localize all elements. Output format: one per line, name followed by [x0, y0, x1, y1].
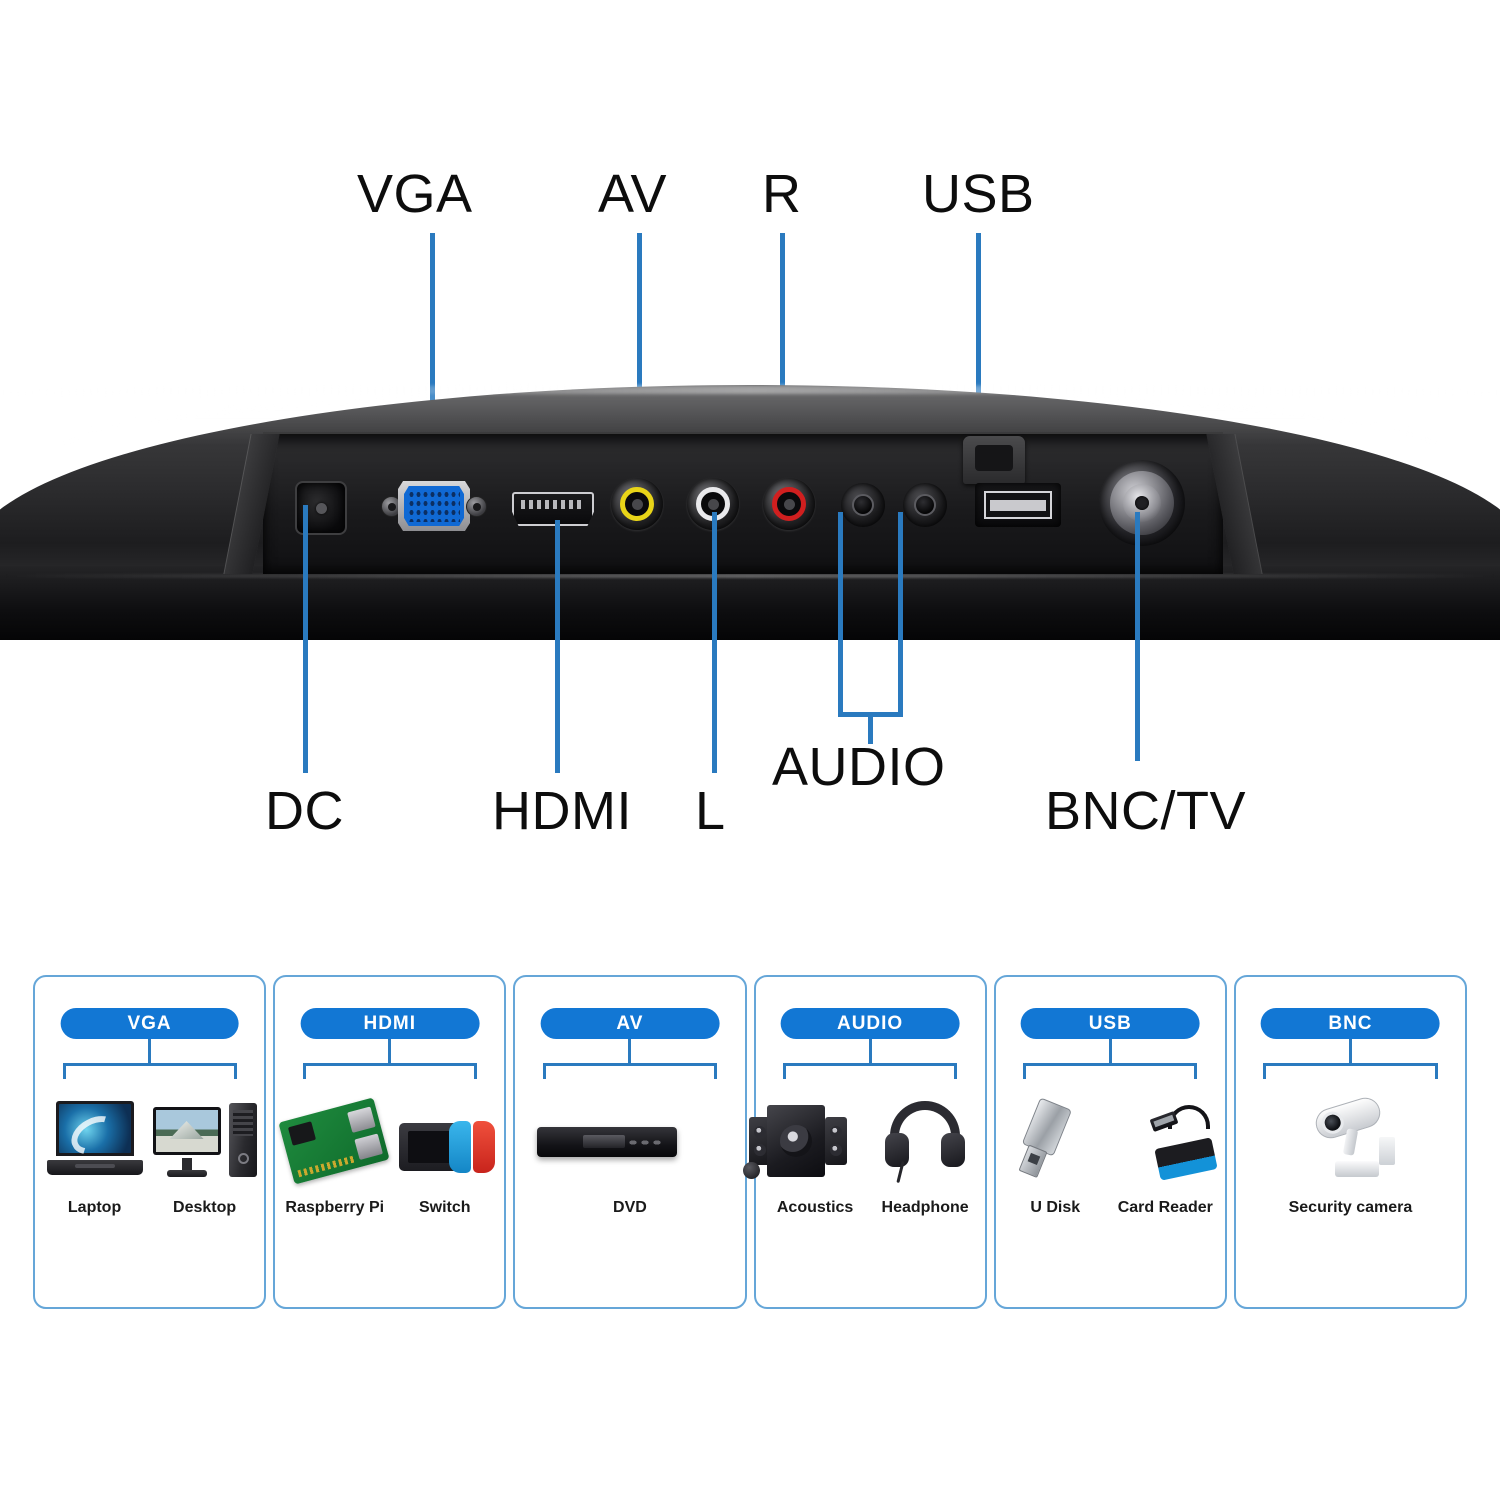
compat-badge-vga: VGA	[60, 1008, 239, 1039]
compat-badge-audio: AUDIO	[780, 1008, 960, 1039]
desktop-icon	[152, 1087, 257, 1187]
card-reader-icon	[1113, 1087, 1218, 1187]
stand-hinge	[963, 436, 1025, 484]
device-label-switch: Switch	[418, 1199, 471, 1216]
monitor-bottom-highlight	[1, 574, 1499, 578]
leader-line-bnc	[1135, 512, 1140, 761]
branch-connector	[783, 1039, 958, 1081]
port-bay	[263, 432, 1223, 574]
branch-connector	[1023, 1039, 1198, 1081]
compatibility-cards: VGA Laptop Desktop HDMI	[0, 975, 1500, 1325]
compat-badge-usb: USB	[1020, 1008, 1200, 1039]
device-label-raspberry-pi: Raspberry Pi	[285, 1199, 385, 1216]
device-label-desktop: Desktop	[173, 1199, 237, 1216]
headphones-icon	[873, 1087, 977, 1187]
branch-connector	[1263, 1039, 1438, 1081]
monitor-bottom-edge	[0, 566, 1500, 640]
compat-card-bnc[interactable]: BNC Security camera	[1233, 975, 1468, 1309]
port-hdmi[interactable]	[512, 492, 594, 526]
branch-connector	[542, 1039, 718, 1081]
device-label-acoustics: Acoustics	[776, 1199, 854, 1216]
usb-flash-drive-icon	[1003, 1087, 1107, 1187]
device-label-headphone: Headphone	[881, 1199, 969, 1216]
security-camera-icon	[1275, 1087, 1425, 1187]
device-label-security-camera: Security camera	[1288, 1199, 1413, 1216]
port-usb[interactable]	[975, 483, 1061, 527]
callout-label-audio: AUDIO	[772, 737, 946, 797]
compat-badge-bnc: BNC	[1261, 1008, 1440, 1039]
callout-label-vga: VGA	[357, 164, 473, 224]
branch-connector	[62, 1039, 237, 1081]
compat-card-audio[interactable]: AUDIO Acoustics Headphone	[743, 975, 987, 1309]
device-label-dvd: DVD	[613, 1199, 647, 1216]
compat-badge-hdmi: HDMI	[300, 1008, 480, 1039]
compat-card-usb[interactable]: USB U Disk Card Reader	[993, 975, 1227, 1309]
speakers-icon	[743, 1087, 867, 1187]
dvd-player-icon	[536, 1087, 705, 1187]
device-label-laptop: Laptop	[67, 1199, 122, 1216]
port-vga[interactable]	[381, 479, 487, 533]
raspberry-pi-icon	[278, 1087, 390, 1187]
callout-label-usb: USB	[922, 164, 1035, 224]
leader-line-dc	[303, 505, 308, 773]
leader-line-usb	[976, 233, 981, 515]
port-callout-diagram: VGA AV R USB	[0, 0, 1500, 900]
leader-line-audio-jack-1	[838, 512, 843, 717]
callout-label-l: L	[695, 781, 726, 841]
leader-line-audio-jack-2	[898, 512, 903, 717]
port-audio-jack-2[interactable]	[903, 483, 947, 527]
device-label-card-reader: Card Reader	[1117, 1199, 1213, 1216]
port-bnc[interactable]	[1099, 460, 1185, 546]
leader-line-vga	[430, 233, 435, 495]
monitor-chassis	[0, 385, 1500, 640]
compat-card-hdmi[interactable]: HDMI Raspberry Pi Switch	[273, 975, 507, 1309]
branch-connector	[302, 1039, 477, 1081]
laptop-icon	[43, 1087, 147, 1187]
audio-bracket-drop	[868, 712, 873, 744]
callout-label-hdmi: HDMI	[492, 781, 632, 841]
compat-card-vga[interactable]: VGA Laptop Desktop	[33, 975, 267, 1309]
leader-line-r	[780, 233, 785, 498]
port-audio-jack-1[interactable]	[841, 483, 885, 527]
device-label-u-disk: U Disk	[1030, 1199, 1081, 1216]
nintendo-switch-icon	[393, 1087, 497, 1187]
port-audio-right[interactable]	[763, 478, 815, 530]
compat-card-av[interactable]: AV DVD	[513, 975, 747, 1309]
callout-label-bnc-tv: BNC/TV	[1045, 781, 1247, 841]
leader-line-av	[637, 233, 642, 498]
leader-line-hdmi	[555, 520, 560, 773]
leader-line-l	[712, 512, 717, 773]
monitor-edge-highlight	[0, 385, 1500, 394]
callout-label-dc: DC	[265, 781, 344, 841]
compat-badge-av: AV	[540, 1008, 720, 1039]
callout-label-r: R	[762, 164, 802, 224]
callout-label-av: AV	[598, 164, 668, 224]
port-av-video[interactable]	[611, 478, 663, 530]
